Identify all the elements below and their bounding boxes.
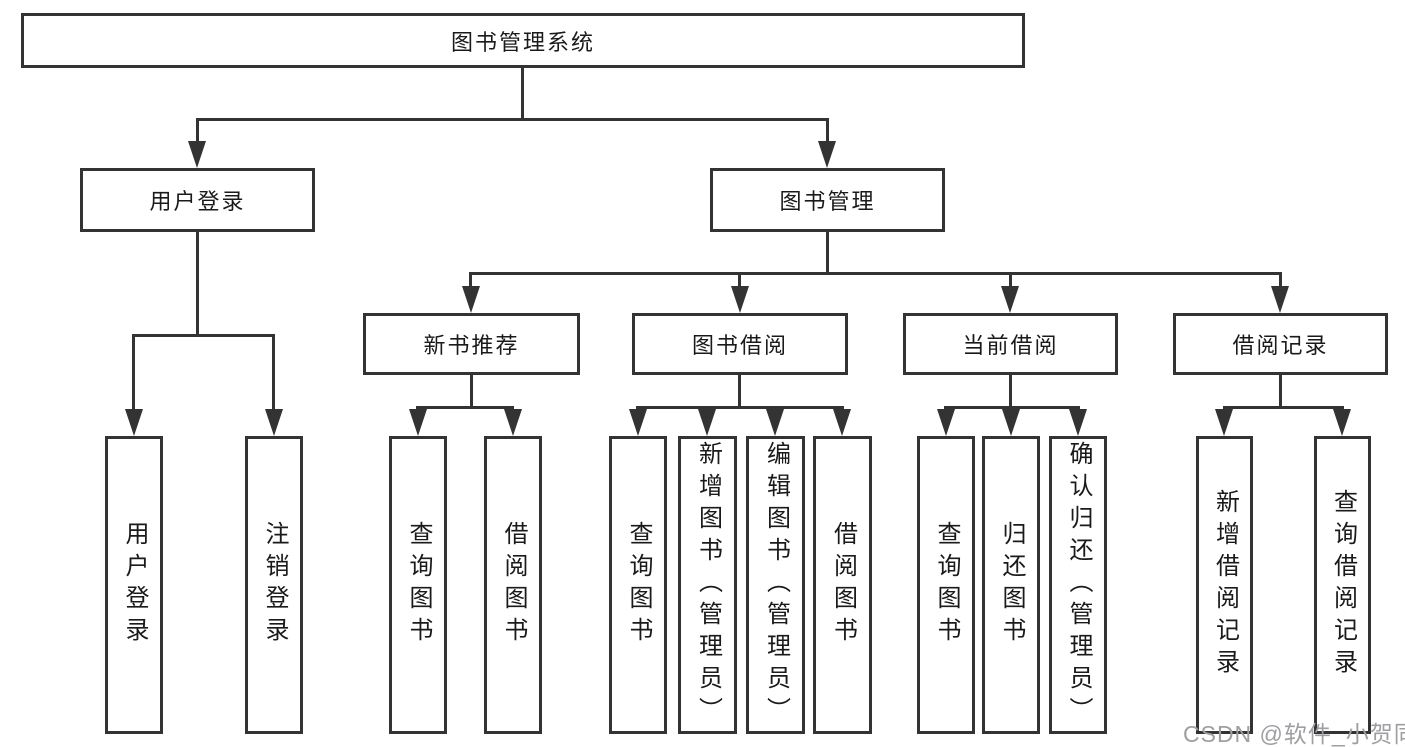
node-label: 用户登录 [149,189,246,214]
leaf-label: 编辑图书（管理员） [762,441,790,729]
connector-user-login-drop [196,118,199,142]
connector-group-bar [636,406,844,409]
connector-group-bar [1223,406,1344,409]
arrow-down-icon [937,409,955,436]
connector-user-login-bar [132,334,275,337]
connector-drop [1009,272,1012,288]
arrow-down-icon [1271,286,1289,313]
arrow-down-icon [462,286,480,313]
node-label: 借阅记录 [1232,333,1329,358]
leaf-label: 借阅图书 [829,521,857,649]
node-borrow-records: 借阅记录 [1173,313,1388,375]
leaf-label: 新增图书（管理员） [694,441,722,729]
connector-book-mgmt-drop [826,118,829,142]
connector-group-bar [416,406,514,409]
node-label: 图书借阅 [691,333,788,358]
connector-drop [738,272,741,288]
leaf-logout: 注销登录 [245,436,303,734]
connector-user-login-stem [196,232,199,337]
connector-stem [738,375,741,409]
node-book-borrow: 图书借阅 [632,313,848,375]
connector-book-mgmt-stem [826,232,829,275]
arrow-down-icon [1215,409,1233,436]
node-label: 当前借阅 [962,333,1059,358]
leaf-label: 查询借阅记录 [1329,489,1357,681]
leaf-confirm-return-admin: 确认归还（管理员） [1049,436,1107,734]
connector-stem [470,375,473,409]
leaf-label: 确认归还（管理员） [1065,441,1092,729]
arrow-down-icon [818,141,836,168]
leaf-query-books: 查询图书 [389,436,447,734]
leaf-query-borrow-record: 查询借阅记录 [1314,436,1371,734]
node-book-management: 图书管理 [710,168,945,232]
connector-drop [469,272,472,288]
leaf-label: 查询图书 [405,521,432,649]
node-user-login: 用户登录 [80,168,315,232]
node-label: 图书管理 [779,189,876,214]
node-library-management-system: 图书管理系统 [21,13,1025,68]
leaf-return-books: 归还图书 [982,436,1040,734]
connector-group-bar [944,406,1080,409]
leaf-label: 借阅图书 [500,521,527,649]
connector-stem [1009,375,1012,409]
leaf-add-books-admin: 新增图书（管理员） [678,436,737,734]
node-new-book-recommend: 新书推荐 [363,313,580,375]
arrow-down-icon [265,409,283,436]
connector-drop [132,334,135,410]
connector-root-stem [521,68,524,121]
leaf-label: 用户登录 [121,521,148,649]
connector-stem [1279,375,1282,409]
arrow-down-icon [125,409,143,436]
node-label: 新书推荐 [423,333,520,358]
arrow-down-icon [833,409,851,436]
arrow-down-icon [731,286,749,313]
arrow-down-icon [1002,409,1020,436]
arrow-down-icon [766,409,784,436]
node-current-borrow: 当前借阅 [903,313,1118,375]
leaf-label: 新增借阅记录 [1211,489,1239,681]
leaf-label: 查询图书 [933,521,960,649]
arrow-down-icon [188,141,206,168]
arrow-down-icon [504,409,522,436]
arrow-down-icon [409,409,427,436]
watermark-text: CSDN @软件_小贺同学 [1183,721,1405,747]
arrow-down-icon [1069,409,1087,436]
leaf-label: 归还图书 [998,521,1025,649]
leaf-borrow-books: 借阅图书 [813,436,872,734]
connector-level2-bar [196,118,829,121]
leaf-label: 查询图书 [625,521,652,649]
leaf-add-borrow-record: 新增借阅记录 [1196,436,1253,734]
connector-level3-bar [470,272,1282,275]
node-label: 图书管理系统 [450,29,595,55]
arrow-down-icon [698,409,716,436]
leaf-query-books: 查询图书 [917,436,975,734]
leaf-label: 注销登录 [261,521,288,649]
leaf-borrow-books: 借阅图书 [484,436,542,734]
arrow-down-icon [1333,409,1351,436]
arrow-down-icon [1001,286,1019,313]
connector-drop [272,334,275,410]
connector-drop [1279,272,1282,288]
arrow-down-icon [629,409,647,436]
leaf-query-books: 查询图书 [609,436,667,734]
leaf-user-login: 用户登录 [105,436,163,734]
leaf-edit-books-admin: 编辑图书（管理员） [746,436,805,734]
